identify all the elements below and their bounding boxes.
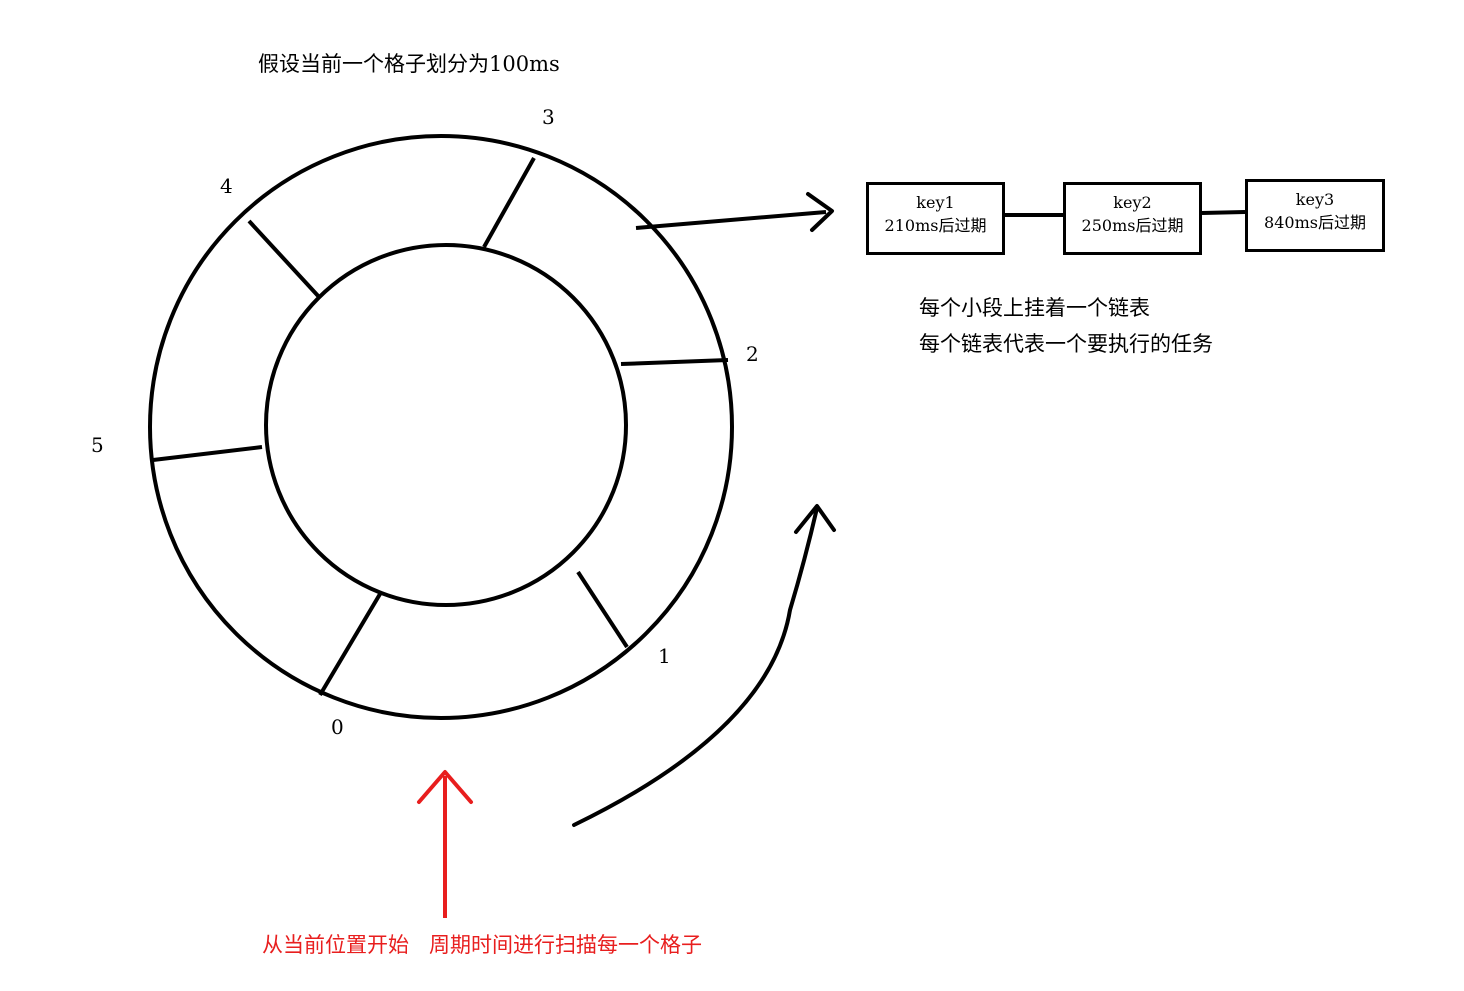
pointer-arrowhead — [417, 770, 473, 804]
diagram-title: 假设当前一个格子划分为100ms — [258, 52, 560, 76]
slot-label-3: 3 — [542, 105, 555, 129]
wheel-inner-ring — [264, 243, 628, 607]
note-line-1: 每个小段上挂着一个链表 — [919, 296, 1150, 320]
node-key: key3 — [1295, 190, 1335, 209]
slot-label-1: 1 — [658, 644, 671, 668]
slot-divider-f — [152, 445, 263, 462]
scan-caption: 从当前位置开始 周期时间进行扫描每一个格子 — [262, 933, 703, 957]
node-key: key1 — [916, 193, 955, 212]
slot-label-0: 0 — [331, 715, 344, 739]
slot-to-list-arrow — [635, 210, 827, 230]
slot-divider-d — [482, 157, 536, 248]
node-expiry: 250ms后过期 — [1081, 216, 1184, 236]
slot-label-5: 5 — [91, 433, 104, 457]
slot-divider-e — [247, 219, 322, 300]
list-node-key2: key2 250ms后过期 — [1063, 182, 1202, 255]
wheel-outer-ring — [148, 134, 734, 720]
rotation-arrow — [572, 506, 819, 827]
slot-to-list-arrowhead — [806, 192, 834, 232]
slot-divider-b — [576, 570, 629, 649]
node-expiry: 840ms后过期 — [1264, 213, 1366, 233]
node-key: key2 — [1113, 193, 1152, 212]
slot-label-4: 4 — [220, 174, 233, 198]
node-expiry: 210ms后过期 — [884, 216, 987, 236]
slot-divider-a — [318, 592, 382, 697]
list-node-key3: key3 840ms后过期 — [1245, 179, 1385, 252]
list-node-key1: key1 210ms后过期 — [866, 182, 1005, 255]
rotation-arrowhead — [794, 504, 836, 534]
list-link-2-3 — [1201, 210, 1246, 215]
slot-divider-c — [620, 358, 729, 366]
note-line-2: 每个链表代表一个要执行的任务 — [919, 332, 1213, 356]
slot-label-2: 2 — [746, 342, 759, 366]
